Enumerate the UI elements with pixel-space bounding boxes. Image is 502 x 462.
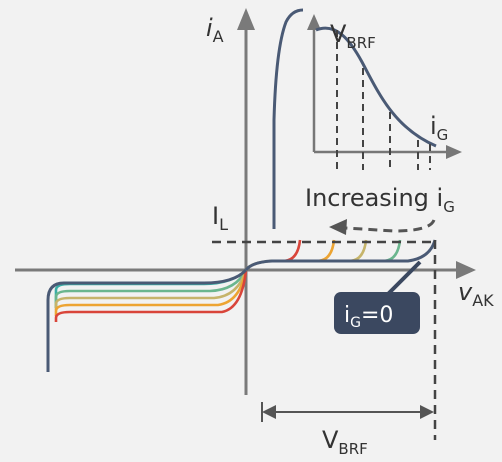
breakover-dimension-right-arrow [420, 405, 434, 419]
latching-current-var: I [212, 202, 219, 230]
curve-reverse-khaki [54, 269, 248, 310]
inset-vbrf-label: VBRF [330, 20, 376, 52]
y-axis-sub: A [213, 27, 224, 46]
breakover-bottom-label: VBRF [322, 426, 368, 458]
curve-reverse-green [54, 269, 248, 308]
gate-zero-sub: G [350, 315, 361, 331]
inset-curve [315, 26, 437, 148]
increasing-gate-label: Increasing iG [305, 184, 455, 216]
increasing-gate-arrow [345, 219, 436, 233]
curve-reverse-orange [54, 269, 248, 316]
y-axis-label: iA [206, 14, 224, 46]
latching-current-label: IL [212, 202, 228, 234]
gate-zero-badge [334, 292, 420, 334]
increasing-gate-arrowhead [329, 219, 347, 235]
curve-reverse-red [54, 269, 248, 322]
gate-zero-badge-text: iG=0 [344, 303, 393, 331]
x-axis-label: vAK [458, 278, 494, 310]
y-axis-arrowhead [237, 8, 255, 30]
curve-forward-green [244, 239, 402, 271]
x-axis-sub: AK [472, 291, 494, 310]
breakover-dimension-left-arrow [262, 405, 276, 419]
inset-ig-sub: G [437, 126, 449, 144]
latching-current-sub: L [219, 215, 228, 234]
y-axis-var: i [206, 14, 213, 42]
curve-reverse-main [46, 268, 248, 372]
breakover-bottom-sub: BRF [338, 440, 367, 458]
curve-forward-orange [244, 239, 336, 271]
breakover-bottom-var: V [322, 426, 339, 454]
x-axis-arrowhead [456, 261, 476, 279]
increasing-gate-sub: G [443, 198, 455, 216]
gate-zero-var: i [344, 303, 350, 328]
inset-x-arrowhead [446, 145, 462, 159]
inset-vbrf-sub: BRF [346, 34, 375, 52]
curve-forward-khaki [244, 239, 368, 271]
gate-zero-pointer [384, 260, 422, 298]
inset-ig-label: iG [430, 112, 448, 144]
gate-zero-value: =0 [361, 303, 393, 328]
curve-on-state [272, 8, 304, 229]
inset-ig-var: i [430, 112, 437, 140]
curve-forward-main [244, 239, 437, 271]
inset-vbrf-var: V [330, 20, 347, 48]
inset-y-arrowhead [307, 14, 321, 30]
x-axis-var: v [458, 278, 473, 306]
increasing-gate-text: Increasing i [305, 184, 443, 212]
